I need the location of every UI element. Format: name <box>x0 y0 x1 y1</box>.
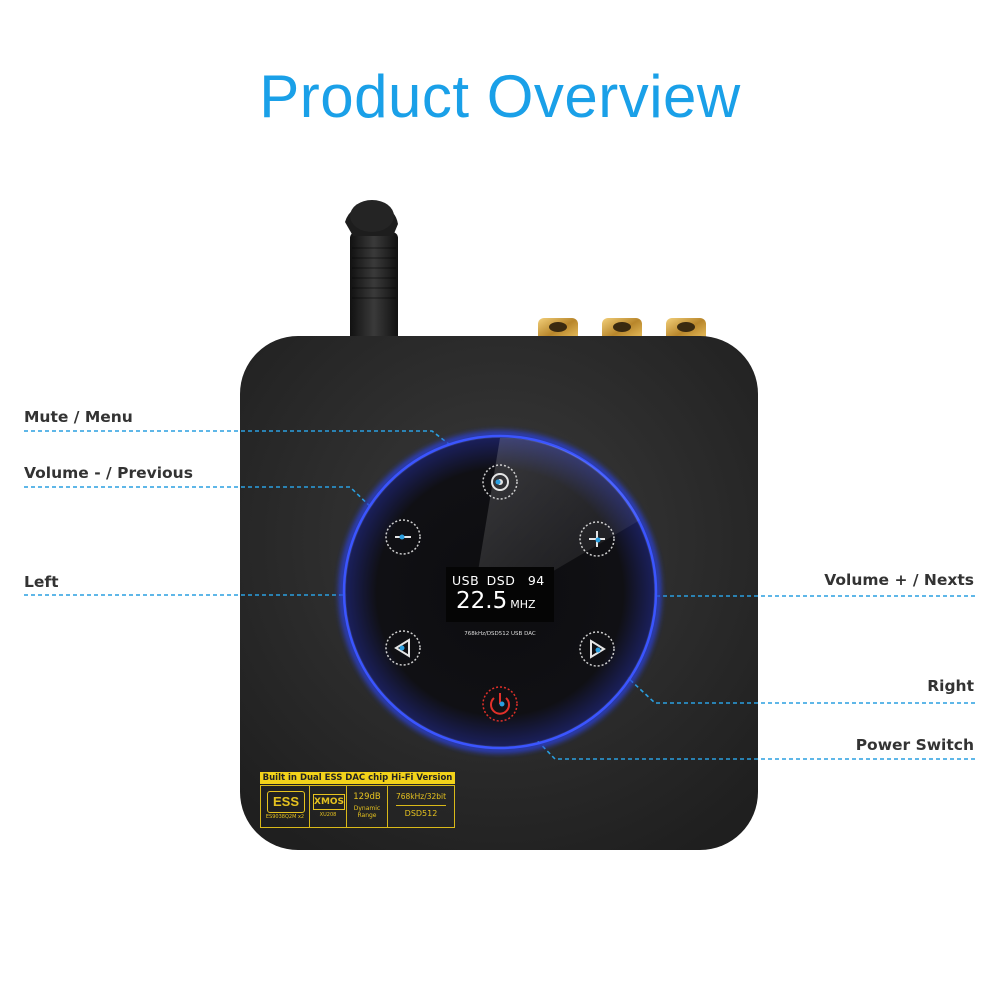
oled-display <box>446 567 554 622</box>
display-freq-value: 22.5 <box>456 588 508 614</box>
page-title: Product Overview <box>259 63 741 130</box>
ess-model: ES9038Q2M x2 <box>265 814 305 820</box>
callout-dots <box>399 479 601 707</box>
display-source: USB DSD 94 <box>452 573 545 588</box>
badge-range-cell: 129dB Dynamic Range <box>347 786 388 827</box>
display-volume: 94 <box>527 573 545 588</box>
sample-rate: 768kHz/32bit <box>395 792 447 801</box>
label-left: Left <box>24 573 59 591</box>
badge-header: Built in Dual ESS DAC chip Hi-Fi Version <box>260 772 455 784</box>
right-button[interactable] <box>579 631 615 667</box>
label-power-switch: Power Switch <box>855 736 974 754</box>
display-dsd: DSD <box>486 573 516 588</box>
badge-ess-cell: ESS ES9038Q2M x2 <box>261 786 310 827</box>
badge-rate-cell: 768kHz/32bit DSD512 <box>388 786 454 827</box>
power-button[interactable] <box>482 686 518 722</box>
antenna <box>345 200 398 344</box>
xmos-logo: XMOS <box>313 794 345 810</box>
display-freq-unit: MHZ <box>510 598 536 611</box>
display-usb: USB <box>452 573 480 588</box>
ring-glow <box>339 431 661 753</box>
ess-logo: ESS <box>267 791 305 813</box>
dsd-support: DSD512 <box>396 805 446 818</box>
badge-xmos-cell: XMOS XU208 <box>310 786 347 827</box>
dynamic-range-value: 129dB <box>353 792 381 802</box>
label-right: Right <box>927 677 974 695</box>
spec-badge: Built in Dual ESS DAC chip Hi-Fi Version… <box>260 772 455 828</box>
label-volume-minus: Volume - / Previous <box>24 464 193 482</box>
label-volume-plus: Volume + / Nexts <box>824 571 974 589</box>
display-caption: 768kHz/DSD512 USB DAC <box>464 631 536 637</box>
label-mute-menu: Mute / Menu <box>24 408 133 426</box>
xmos-model: XU208 <box>319 812 337 818</box>
dynamic-range-label: Dynamic Range <box>353 805 381 819</box>
left-button[interactable] <box>385 630 421 666</box>
badge-body: ESS ES9038Q2M x2 XMOS XU208 129dB Dynami… <box>260 785 455 828</box>
